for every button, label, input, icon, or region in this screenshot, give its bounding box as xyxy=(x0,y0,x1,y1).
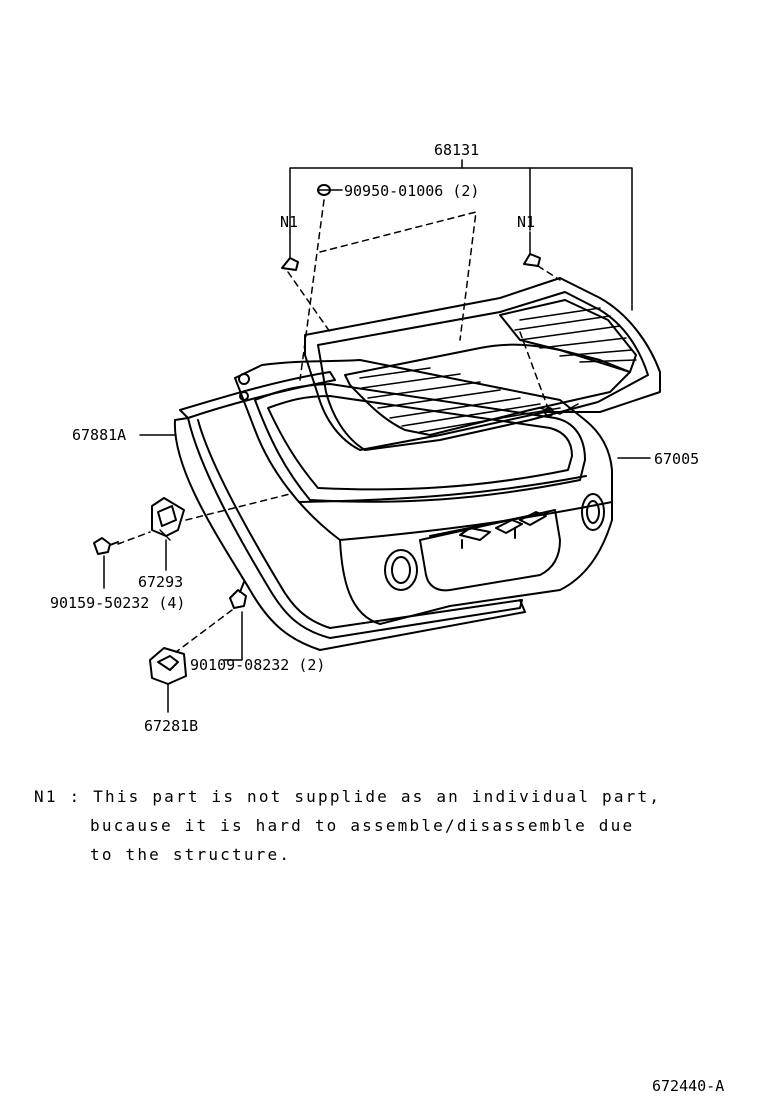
label-67005: 67005 xyxy=(654,450,699,468)
note-line-2: bucause it is hard to assemble/disassemb… xyxy=(90,816,635,835)
rear-glass xyxy=(304,277,661,451)
figure-code: 672440-A xyxy=(652,1077,725,1095)
label-n1-right: N1 xyxy=(517,213,535,231)
label-90950-01006: 90950-01006 (2) xyxy=(344,182,479,200)
striker-67281B xyxy=(149,647,187,685)
label-90109-08232: 90109-08232 (2) xyxy=(190,656,325,674)
label-n1-left: N1 xyxy=(280,213,298,231)
note-line-3: to the structure. xyxy=(90,845,292,864)
back-door-panel xyxy=(234,359,613,625)
bolt-90109 xyxy=(229,581,247,609)
note-marker: N1 : xyxy=(34,787,82,806)
hinge-67293 xyxy=(151,497,185,541)
n1-footnote: N1 : This part is not supplide as an ind… xyxy=(34,782,661,869)
note-line-1: This part is not supplide as an individu… xyxy=(93,787,662,806)
n1-clip-left xyxy=(281,257,299,271)
label-67293: 67293 xyxy=(138,573,183,591)
n1-clip-right xyxy=(523,253,541,267)
label-90159-50232: 90159-50232 (4) xyxy=(50,594,185,612)
grommet-90950 xyxy=(317,184,331,196)
label-68131: 68131 xyxy=(434,141,479,159)
label-67281B: 67281B xyxy=(144,717,198,735)
bolt-90159 xyxy=(93,537,119,555)
weatherstrip-seal xyxy=(173,371,526,651)
label-67881A: 67881A xyxy=(72,426,126,444)
